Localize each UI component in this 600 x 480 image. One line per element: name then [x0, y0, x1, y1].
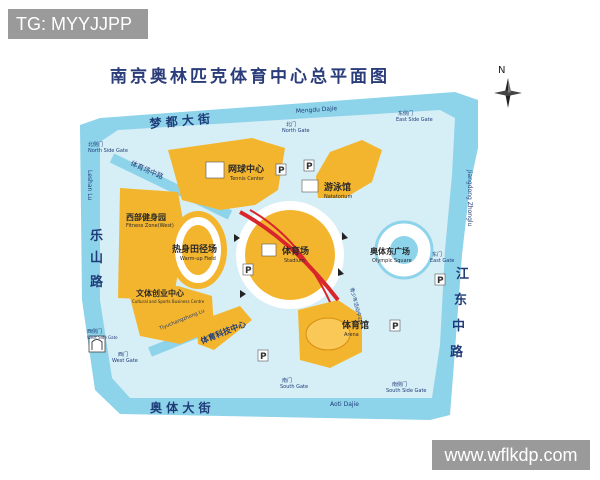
- gate-east-cn: 东门: [432, 251, 442, 258]
- compass-label: N: [498, 65, 505, 76]
- venue-fitness-en: Fitness Zone(West): [126, 223, 174, 229]
- culture-center-zone: [128, 286, 214, 344]
- parking-p-1: P: [278, 166, 285, 176]
- venue-warmup-cn: 热身田径场: [172, 243, 217, 255]
- venue-natatorium-cn: 游泳馆: [324, 181, 351, 193]
- stadium-arch-icon: [239, 210, 340, 302]
- compass-north-icon: N: [494, 65, 522, 108]
- venue-culture-en: Cultural and Sports Business Centre: [132, 299, 205, 304]
- road-east-char-2: 东: [454, 292, 467, 308]
- road-east-char-3: 中: [452, 318, 465, 334]
- road-east-vertical: 江 东 中 路: [450, 266, 469, 360]
- gate-east-side-en: East Side Gate: [396, 117, 433, 123]
- stadium-arch-2-icon: [249, 209, 331, 303]
- road-west-vertical: 乐 山 路: [90, 228, 104, 290]
- road-east-en: Jiangdong Zhonglu: [466, 169, 473, 227]
- fitness-zone: [118, 188, 185, 300]
- gate-west-side-cn: 西侧门: [87, 328, 102, 335]
- parking-p-5: P: [392, 322, 399, 332]
- venue-natatorium-en: Natatorium: [324, 194, 352, 200]
- arena-roof: [305, 317, 351, 351]
- gate-south-cn: 南门: [282, 377, 292, 384]
- gate-east-en: East Gate: [430, 258, 454, 264]
- gate-north-side-cn: 北侧门: [88, 141, 103, 148]
- tennis-center-zone: [168, 138, 285, 210]
- stadium-icon: [261, 243, 277, 257]
- stadium-body: [245, 210, 335, 300]
- gate-south-en: South Gate: [280, 384, 308, 390]
- parking-p-4: P: [260, 352, 267, 362]
- road-south-en: Aoti Dajie: [330, 401, 359, 408]
- road-south-cn: 奥 体 大 街: [150, 400, 211, 415]
- venue-stadium-en: Stadium: [284, 258, 305, 264]
- gate-west-cn: 西门: [118, 351, 128, 358]
- gate-east-side-cn: 东侧门: [398, 110, 413, 117]
- road-east-char-1: 江: [456, 266, 469, 282]
- warmup-field-inner: [182, 225, 214, 275]
- gate-north-side-en: North Side Gate: [88, 148, 128, 154]
- venue-arena-cn: 体育馆: [342, 319, 369, 331]
- venue-fitness-cn: 西部健身园: [126, 212, 166, 222]
- gate-north-cn: 北门: [286, 121, 296, 128]
- natatorium-zone: [316, 140, 382, 198]
- venue-tennis-cn: 网球中心: [228, 163, 264, 175]
- gate-west-en: West Gate: [112, 358, 138, 364]
- natatorium-icon: [301, 179, 319, 193]
- tennis-icon: [205, 161, 225, 179]
- gate-west-side-en: West Side Gate: [87, 335, 118, 340]
- parking-markers: P P P P P P: [242, 159, 446, 362]
- parking-p-6: P: [437, 276, 444, 286]
- road-east-char-4: 路: [450, 344, 464, 360]
- road-north-cn: 梦 都 大 街: [149, 111, 211, 131]
- road-west-en: Leshan Lu: [86, 170, 93, 200]
- venue-tennis-en: Tennis Center: [229, 176, 265, 182]
- gate-south-side-cn: 南侧门: [392, 381, 407, 388]
- parking-p-3: P: [245, 266, 252, 276]
- gate-south-side-en: South Side Gate: [386, 388, 427, 394]
- watermark-top-left: TG: MYYJJPP: [8, 9, 148, 39]
- watermark-bottom-right: www.wflkdp.com: [432, 440, 590, 470]
- venue-arena-en: Arena: [344, 332, 359, 338]
- road-west-char-3: 路: [90, 274, 104, 290]
- parking-p-2: P: [306, 162, 313, 172]
- map-title: 南京奥林匹克体育中心总平面图: [110, 67, 390, 87]
- venue-square-en: Olympic Square: [372, 258, 412, 264]
- sports-science-zone: [196, 306, 252, 350]
- entry-markers: [234, 232, 348, 298]
- west-side-gate-icon: [88, 335, 106, 353]
- venue-warmup-en: Warm-up Field: [180, 256, 216, 262]
- olympic-square-pond: [390, 236, 418, 264]
- venue-stadium-cn: 体育场: [282, 245, 309, 257]
- venue-square-cn: 奥体东广场: [369, 246, 410, 256]
- road-west-char-1: 乐: [90, 228, 103, 244]
- road-west-char-2: 山: [90, 250, 103, 266]
- gate-north-en: North Gate: [282, 128, 310, 134]
- venue-culture-cn: 文体创业中心: [136, 288, 184, 298]
- road-north-en: Mengdu Dajie: [296, 105, 338, 115]
